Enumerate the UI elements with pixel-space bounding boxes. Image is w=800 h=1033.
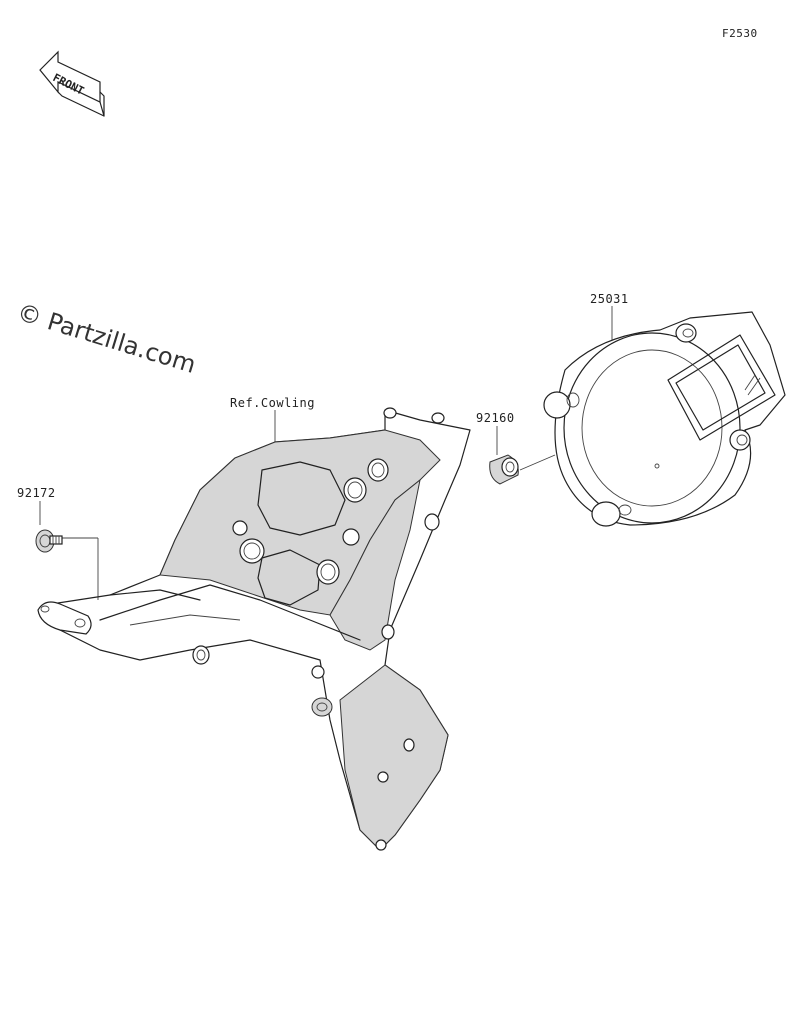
ref-label-cowling: Ref.Cowling	[230, 396, 315, 410]
cowling-bracket	[41, 409, 471, 851]
part-label-92160[interactable]: 92160	[476, 411, 515, 425]
part-label-25031[interactable]: 25031	[590, 292, 629, 306]
front-arrow-icon: FRONT	[39, 50, 105, 117]
leader-lines	[39, 306, 613, 600]
frame-holes	[37, 407, 445, 851]
part-label-92172[interactable]: 92172	[17, 486, 56, 500]
part-92160-grommet	[489, 454, 519, 485]
diagram-code: F2530	[722, 27, 758, 40]
part-25031-meter	[543, 311, 786, 527]
part-92172-bolt	[35, 529, 63, 553]
